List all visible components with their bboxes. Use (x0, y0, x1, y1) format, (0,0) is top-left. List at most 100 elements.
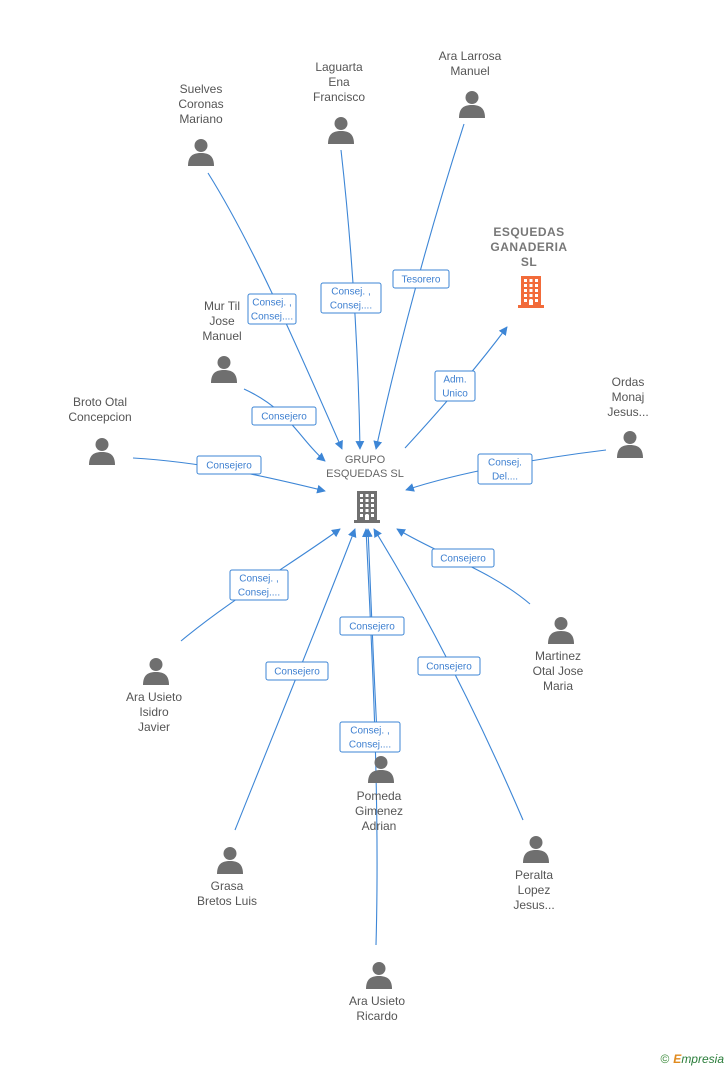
edge-label-laguarta[interactable]: Consej. ,Consej.... (320, 282, 382, 314)
edge-label-mur-til[interactable]: Consejero (251, 406, 317, 426)
edge-label-company[interactable]: Adm. Unico (434, 370, 476, 402)
copyright-icon: © (660, 1052, 670, 1066)
edge-label-text: Consejero (261, 412, 307, 423)
edge-label-text: Consej. (488, 458, 522, 469)
edge-label-text: Consej. , (239, 574, 278, 585)
edge-label-box (339, 616, 405, 636)
edge-label-text: Consej. , (331, 287, 370, 298)
edge-label-box (392, 269, 450, 289)
company-name-line: GANADERIA (490, 240, 567, 254)
person-name-line: Mur Til (204, 299, 240, 313)
edge-label-box (434, 370, 476, 402)
edge-label-box (229, 569, 289, 601)
edge-label-text: Consej.... (251, 312, 293, 323)
edge-label-ara-usieto-ricardo[interactable]: Consej. ,Consej.... (339, 721, 401, 753)
edge-label-text: Adm. (443, 375, 466, 386)
person-name-line: Gimenez (355, 804, 403, 818)
edge-label-text: Consejero (349, 622, 395, 633)
person-name-line: Ara Usieto (349, 994, 405, 1008)
edge-label-text: Consejero (274, 667, 320, 678)
person-icon (368, 756, 394, 783)
person-name-line: Martinez (535, 649, 581, 663)
person-node-ordas[interactable]: OrdasMonajJesus... (607, 375, 649, 458)
building-icon (354, 491, 380, 523)
person-name-line: Jose (209, 314, 235, 328)
building-icon (518, 276, 544, 308)
edge-label-box (251, 406, 317, 426)
person-name-line: Laguarta (315, 60, 363, 74)
person-name-line: Otal Jose (533, 664, 584, 678)
edge-label-box (431, 548, 495, 568)
edge-label-text: Unico (442, 389, 468, 400)
person-name-line: Jesus... (513, 898, 554, 912)
person-icon (617, 431, 643, 458)
person-icon (143, 658, 169, 685)
edge-label-text: Del.... (492, 472, 518, 483)
edge-pomeda (363, 528, 379, 753)
person-name-line: Isidro (139, 705, 169, 719)
person-name-line: Manuel (202, 329, 241, 343)
edge-label-peralta[interactable]: Consejero (417, 656, 481, 676)
center-company-name-line: GRUPO (345, 454, 386, 466)
person-icon (89, 438, 115, 465)
person-name-line: Suelves (180, 82, 223, 96)
edge-label-suelves[interactable]: Consej. , Consej.... (247, 293, 297, 325)
edge-label-box (247, 293, 297, 325)
edge-label-box (339, 721, 401, 753)
person-name-line: Pomeda (357, 789, 402, 803)
person-name-line: Bretos Luis (197, 894, 257, 908)
edge-label-text: Tesorero (402, 275, 441, 286)
edge-label-text: Consej. , (252, 298, 291, 309)
person-node-peralta[interactable]: PeraltaLopezJesus... (513, 836, 555, 912)
person-name-line: Monaj (612, 390, 645, 404)
edge-label-box (265, 661, 329, 681)
person-name-line: Lopez (518, 883, 551, 897)
brand-name: mpresia (681, 1052, 724, 1066)
person-name-line: Jesus... (607, 405, 648, 419)
person-name-line: Ordas (612, 375, 645, 389)
edge-label-pomeda[interactable]: Consejero (339, 616, 405, 636)
edge-label-grasa[interactable]: Consejero (265, 661, 329, 681)
person-icon (459, 91, 485, 118)
edge-label-broto[interactable]: Consejero (196, 455, 262, 475)
edge-label-ara-larrosa[interactable]: Tesorero (392, 269, 450, 289)
person-name-line: Maria (543, 679, 573, 693)
person-name-line: Broto Otal (73, 395, 127, 409)
person-name-line: Javier (138, 720, 170, 734)
person-name-line: Concepcion (68, 410, 131, 424)
center-company-name-line: ESQUEDAS SL (326, 468, 404, 480)
person-name-line: Ara Usieto (126, 690, 182, 704)
edge-label-box (320, 282, 382, 314)
person-icon (211, 356, 237, 383)
edge-label-ordas[interactable]: Consej. Del.... (477, 453, 533, 485)
footer-brand: ©Empresia (660, 1052, 724, 1066)
edge-label-martinez[interactable]: Consejero (431, 548, 495, 568)
person-name-line: Manuel (450, 64, 489, 78)
company-name-line: ESQUEDAS (493, 225, 564, 239)
person-name-line: Francisco (313, 90, 365, 104)
edge-label-text: Consejero (440, 554, 486, 565)
brand-initial: E (673, 1052, 682, 1066)
person-name-line: Grasa (211, 879, 244, 893)
person-name-line: Mariano (179, 112, 223, 126)
person-name-line: Adrian (362, 819, 397, 833)
person-icon (548, 617, 574, 644)
edge-labels: Consej. ,Consej....Consej. ,Consej....Te… (196, 269, 533, 753)
edge-label-text: Consej. , (350, 726, 389, 737)
center-company-node[interactable]: GRUPO ESQUEDAS SL (326, 454, 404, 523)
edge-label-ara-usieto-isidro[interactable]: Consej. ,Consej.... (229, 569, 289, 601)
person-icon (217, 847, 243, 874)
person-icon (188, 139, 214, 166)
